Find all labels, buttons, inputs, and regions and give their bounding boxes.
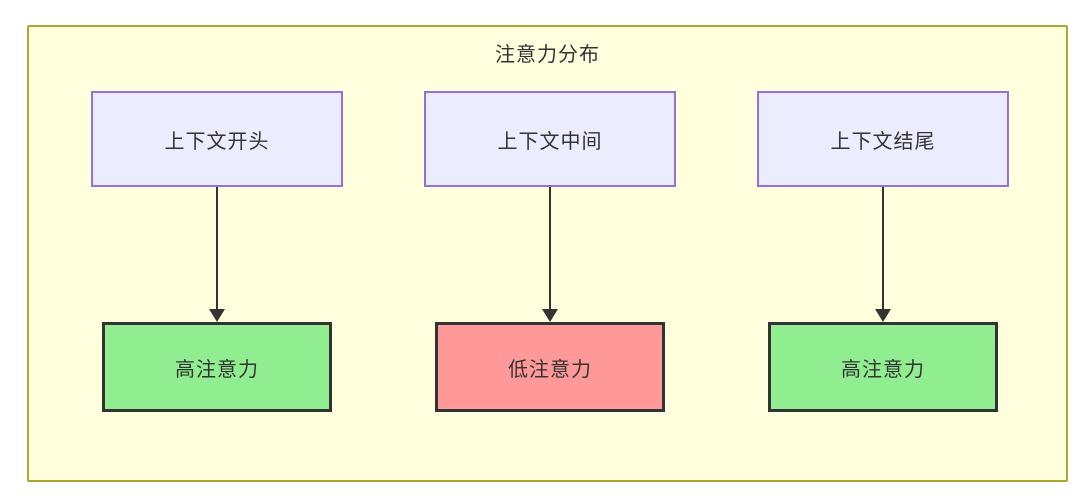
diagram-title: 注意力分布	[495, 44, 600, 66]
arrow-shaft	[216, 187, 218, 310]
arrow-down-icon	[209, 187, 225, 322]
target-node-high-attention-2: 高注意力	[768, 322, 998, 412]
diagram-row: 上下文开头 高注意力 上下文中间 低注意力 上下文结尾	[29, 91, 1066, 412]
diagram-container: 注意力分布 上下文开头 高注意力 上下文中间 低注意力 上下文结尾	[27, 25, 1068, 482]
flow-column-begin: 上下文开头 高注意力	[91, 91, 343, 412]
flow-column-middle: 上下文中间 低注意力	[424, 91, 676, 412]
arrow-head-icon	[209, 309, 225, 322]
target-node-low-attention: 低注意力	[435, 322, 665, 412]
source-node-context-begin: 上下文开头	[91, 91, 343, 187]
arrow-shaft	[549, 187, 551, 310]
source-node-context-end: 上下文结尾	[757, 91, 1009, 187]
arrow-shaft	[882, 187, 884, 310]
source-node-context-middle: 上下文中间	[424, 91, 676, 187]
arrow-head-icon	[875, 309, 891, 322]
arrow-head-icon	[542, 309, 558, 322]
arrow-down-icon	[875, 187, 891, 322]
target-node-high-attention-1: 高注意力	[102, 322, 332, 412]
flow-column-end: 上下文结尾 高注意力	[757, 91, 1009, 412]
arrow-down-icon	[542, 187, 558, 322]
